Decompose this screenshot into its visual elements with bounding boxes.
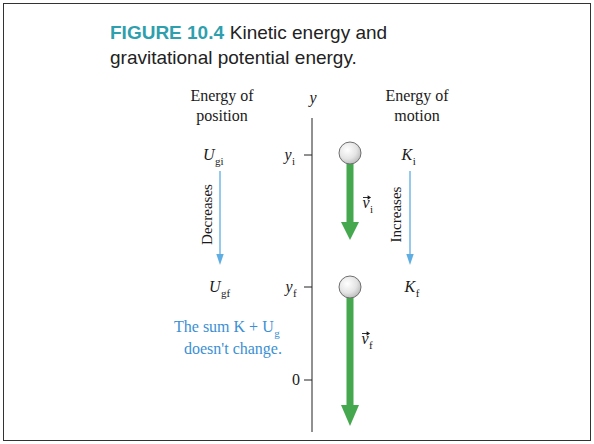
decrease-arrow — [219, 171, 220, 256]
arrowhead — [216, 254, 223, 265]
change-label: Decreases — [199, 184, 214, 245]
axis-tick — [304, 287, 312, 288]
tick-label: y — [285, 147, 292, 163]
column-heading: Energy of position — [177, 86, 267, 126]
subscript: i — [413, 156, 416, 167]
velocity-arrow — [347, 294, 354, 406]
velocity-symbol: v — [362, 331, 369, 347]
note-text: The sum K + U — [174, 319, 274, 335]
subscript: f — [369, 340, 373, 351]
tick-label: 0 — [292, 372, 300, 388]
velocity-arrow — [347, 160, 354, 223]
y-axis — [312, 118, 313, 432]
subscript: f — [293, 288, 297, 299]
figure-frame — [4, 4, 591, 441]
subscript: gi — [215, 156, 224, 167]
ball — [339, 142, 361, 164]
velocity-symbol: v — [363, 195, 370, 211]
arrowhead — [406, 254, 413, 265]
subscript: gf — [221, 288, 230, 299]
arrowhead — [341, 222, 359, 240]
energy-symbol: K — [405, 279, 416, 295]
axis-label: y — [310, 90, 317, 106]
subscript: f — [416, 288, 420, 299]
column-heading: Energy of motion — [372, 86, 462, 126]
arrowhead — [341, 405, 359, 426]
energy-symbol: K — [402, 147, 413, 163]
axis-tick — [304, 155, 312, 156]
change-label: Increases — [389, 186, 404, 242]
note-text: doesn't change. — [184, 341, 282, 357]
subscript: g — [274, 328, 280, 339]
figure-number: FIGURE 10.4 — [110, 22, 224, 43]
increase-arrow — [409, 171, 410, 256]
energy-symbol: U — [209, 279, 221, 295]
axis-tick — [304, 380, 312, 381]
figure-caption-heading: FIGURE 10.4Kinetic energy and gravitatio… — [110, 20, 482, 70]
ball — [339, 276, 361, 298]
tick-label: y — [286, 279, 293, 295]
subscript: i — [370, 204, 373, 215]
energy-symbol: U — [203, 147, 215, 163]
subscript: i — [292, 156, 295, 167]
